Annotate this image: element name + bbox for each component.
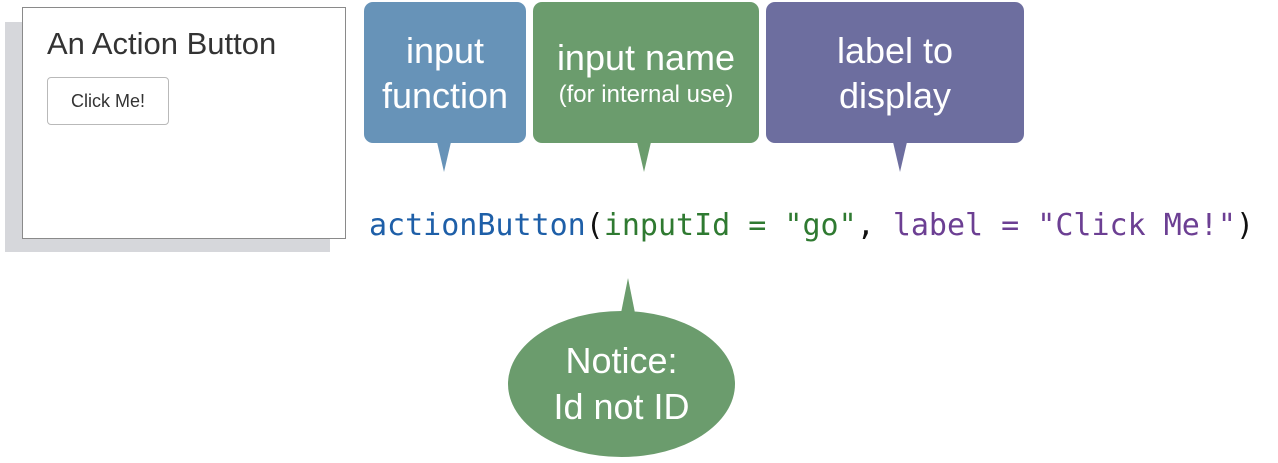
preview-title: An Action Button: [47, 26, 277, 61]
click-me-button[interactable]: Click Me!: [47, 77, 169, 125]
code-function-name: actionButton: [369, 208, 586, 243]
callout-input-name-pointer: [637, 142, 651, 172]
code-open-paren: (: [585, 208, 604, 243]
callout-input-function: input function: [364, 2, 526, 143]
callout-input-name: input name (for internal use): [533, 2, 759, 143]
callout-input-function-pointer: [437, 142, 451, 172]
notice-line1: Notice:: [565, 340, 678, 381]
callout-label-display-pointer: [893, 142, 907, 172]
notice-line2: Id not ID: [553, 386, 690, 427]
callout-label-display: label to display: [766, 2, 1024, 143]
note-pointer: [620, 278, 636, 318]
callout-input-function-line1: input: [405, 29, 485, 71]
code-input-id-arg: inputId = "go": [603, 208, 857, 243]
code-comma: ,: [856, 208, 893, 243]
code-close-paren: ): [1235, 208, 1255, 243]
code-line: actionButton(inputId = "go", label = "Cl…: [369, 208, 1254, 243]
notice-ellipse: Notice: Id not ID: [508, 311, 735, 457]
callout-input-name-line2: (for internal use): [558, 81, 734, 108]
callout-label-display-line1: label to: [836, 29, 954, 71]
callout-input-function-line2: function: [381, 74, 509, 116]
code-label-arg: label = "Click Me!": [892, 208, 1236, 243]
preview-panel: An Action Button Click Me!: [22, 7, 346, 239]
callout-label-display-line2: display: [838, 74, 952, 116]
callout-input-name-line1: input name: [556, 37, 736, 78]
